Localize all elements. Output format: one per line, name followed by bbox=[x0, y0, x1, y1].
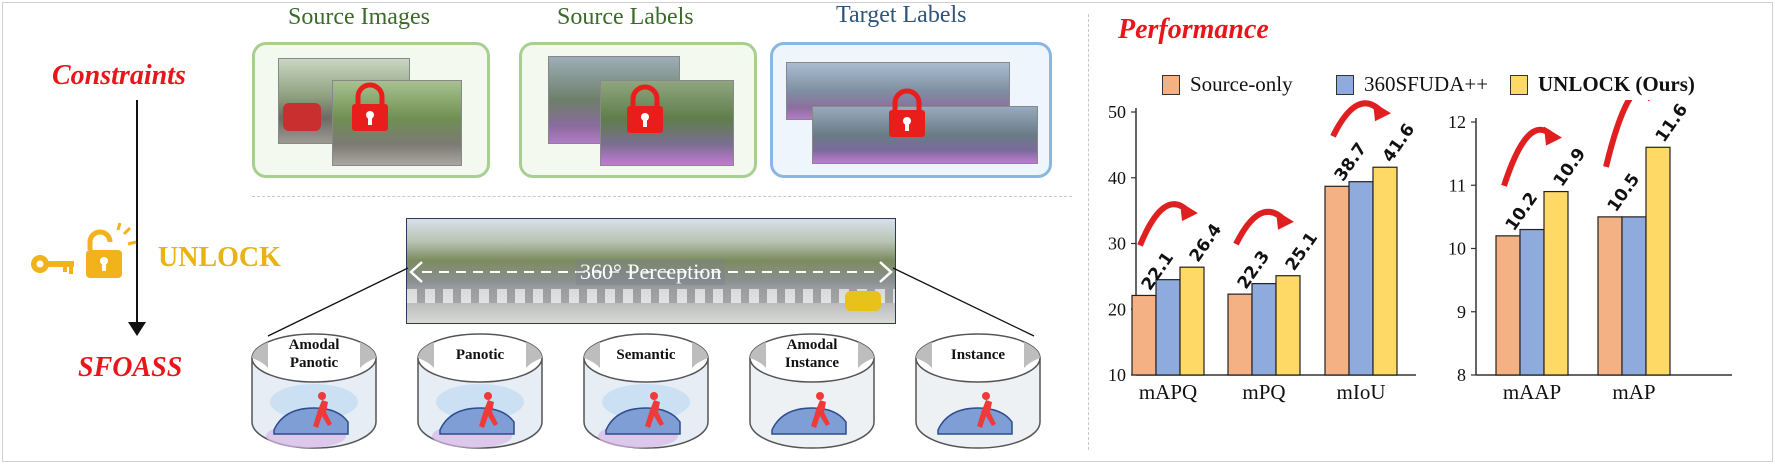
right-y-tick-label: 8 bbox=[1457, 365, 1466, 385]
task-label-semantic: Semantic bbox=[616, 347, 676, 363]
left-improvement-arrow bbox=[1137, 201, 1191, 247]
task-cylinder-1 bbox=[251, 333, 377, 449]
right-improvement-arrow-head bbox=[1647, 100, 1651, 102]
right-y-tick-label: 10 bbox=[1448, 239, 1466, 259]
left-data-label-high: 26.4 bbox=[1186, 220, 1227, 266]
task-cylinder-3 bbox=[583, 333, 709, 449]
right-bar-mAAP-2 bbox=[1543, 190, 1569, 376]
right-data-label-low: 10.2 bbox=[1502, 189, 1542, 235]
legend-label-source-only: Source-only bbox=[1190, 72, 1293, 96]
left-improvement-arrow-head bbox=[1373, 102, 1391, 122]
left-bar-mAPQ-0 bbox=[1131, 294, 1157, 376]
flow-arrow-head bbox=[128, 322, 146, 336]
left-bar-mPQ-2 bbox=[1275, 275, 1301, 376]
legend-label-unlock: UNLOCK (Ours) bbox=[1538, 72, 1695, 96]
panorama-fan-lines bbox=[267, 267, 1035, 337]
left-y-tick-label: 10 bbox=[1108, 365, 1126, 385]
right-bar-mAP-2 bbox=[1645, 146, 1671, 376]
source-label-photo-2 bbox=[600, 80, 734, 166]
task-label-amodal-instance: Amodal Instance bbox=[784, 337, 840, 371]
left-improvement-arrow-head bbox=[1276, 210, 1294, 230]
panel-divider bbox=[1088, 14, 1089, 450]
right-data-label-high: 11.6 bbox=[1652, 100, 1692, 146]
legend-swatch-unlock bbox=[1510, 75, 1528, 95]
left-x-tick-label: mIoU bbox=[1337, 380, 1386, 404]
task-label-amodal-panotic: Amodal Panotic bbox=[288, 337, 340, 371]
left-bar-mPQ-0 bbox=[1227, 293, 1253, 376]
performance-title: Performance bbox=[1118, 14, 1269, 45]
constraints-label: Constraints bbox=[52, 60, 186, 91]
left-data-label-high: 25.1 bbox=[1282, 229, 1322, 275]
left-improvement-arrow-head bbox=[1180, 202, 1198, 222]
right-y-tick-label: 12 bbox=[1448, 112, 1466, 132]
right-data-label-low: 10.5 bbox=[1604, 170, 1644, 216]
left-bar-mPQ-1 bbox=[1251, 283, 1277, 376]
left-y-tick-label: 40 bbox=[1108, 168, 1126, 188]
task-cylinder-4 bbox=[749, 333, 875, 449]
task-cylinder-5 bbox=[915, 333, 1041, 449]
left-y-tick-label: 30 bbox=[1108, 234, 1126, 254]
right-y-tick-label: 11 bbox=[1449, 175, 1466, 195]
section-divider bbox=[252, 196, 1072, 197]
right-bar-mAP-1 bbox=[1621, 216, 1647, 376]
right-y-tick-label: 9 bbox=[1457, 302, 1466, 322]
right-x-tick-label: mAAP bbox=[1503, 380, 1561, 404]
flow-arrow-line bbox=[136, 100, 138, 328]
right-improvement-arrow bbox=[1603, 100, 1633, 168]
panorama-label: 360° Perception bbox=[576, 259, 726, 285]
legend-swatch-360sfuda bbox=[1336, 75, 1354, 95]
right-x-tick-label: mAP bbox=[1612, 380, 1655, 404]
right-data-label-high: 10.9 bbox=[1550, 145, 1590, 191]
right-bar-mAAP-1 bbox=[1519, 228, 1545, 376]
left-x-tick-label: mAPQ bbox=[1139, 380, 1197, 404]
legend-swatch-source-only bbox=[1162, 75, 1180, 95]
right-bar-mAAP-0 bbox=[1495, 235, 1521, 376]
lock-icon-source-labels bbox=[627, 84, 663, 133]
lock-icon-source-images bbox=[352, 82, 388, 131]
right-improvement-arrow bbox=[1501, 126, 1555, 187]
task-cylinder-2 bbox=[417, 333, 543, 449]
lock-icon-target-labels bbox=[889, 88, 925, 137]
sfoass-label: SFOASS bbox=[78, 352, 183, 383]
left-y-tick-label: 50 bbox=[1108, 102, 1126, 122]
left-y-tick-label: 20 bbox=[1108, 299, 1126, 319]
left-bar-mIoU-1 bbox=[1348, 181, 1374, 376]
left-bar-mIoU-0 bbox=[1324, 185, 1350, 376]
left-data-label-low: 38.7 bbox=[1331, 139, 1371, 185]
key-lock-icon bbox=[31, 222, 137, 278]
left-data-label-high: 41.6 bbox=[1379, 120, 1419, 166]
target-labels-title: Target Labels bbox=[836, 2, 967, 28]
source-images-title: Source Images bbox=[288, 4, 430, 30]
left-x-tick-label: mPQ bbox=[1242, 380, 1285, 404]
left-bar-mAPQ-1 bbox=[1155, 279, 1181, 376]
left-bar-mIoU-2 bbox=[1372, 166, 1398, 376]
task-label-panotic: Panotic bbox=[455, 347, 505, 363]
task-label-instance: Instance bbox=[950, 347, 1006, 363]
left-bar-mAPQ-2 bbox=[1179, 266, 1205, 376]
unlock-label: UNLOCK bbox=[158, 242, 281, 273]
legend-label-360sfuda: 360SFUDA++ bbox=[1364, 72, 1489, 96]
panorama-arrow bbox=[409, 261, 893, 283]
source-labels-title: Source Labels bbox=[557, 4, 694, 30]
right-bar-mAP-0 bbox=[1597, 216, 1623, 376]
right-improvement-arrow-head bbox=[1544, 126, 1562, 146]
